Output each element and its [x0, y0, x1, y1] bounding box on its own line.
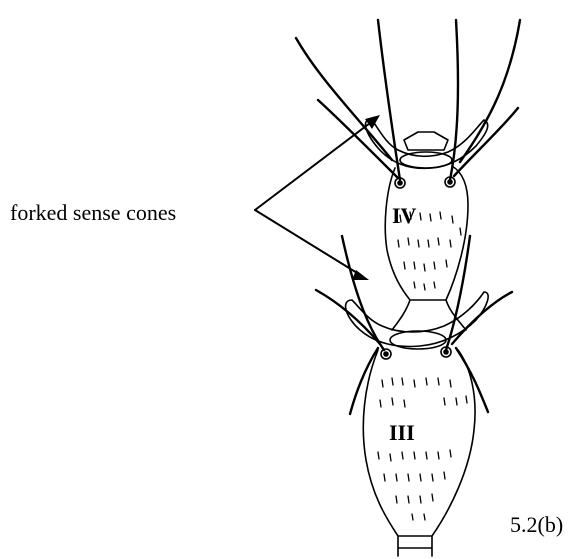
callout-label: forked sense cones	[10, 200, 176, 226]
segment-iv-label: IV	[392, 203, 416, 229]
callout-arrows	[255, 120, 374, 276]
segment-iii-label: III	[389, 420, 415, 446]
segment-iii	[363, 331, 475, 556]
surface-bristles	[378, 212, 467, 520]
figure-number: 5.2(b)	[510, 512, 563, 538]
setae-segment-iv	[296, 20, 520, 180]
